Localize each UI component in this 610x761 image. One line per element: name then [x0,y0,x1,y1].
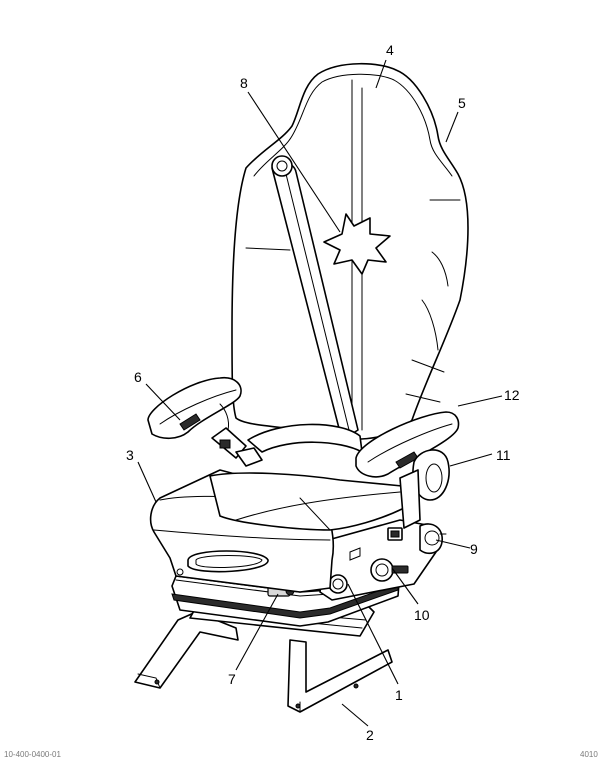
leader-lines [137,59,503,727]
callout-11: 11 [496,447,511,463]
callout-labels: 1 2 3 4 5 6 7 8 9 10 11 12 [126,42,520,743]
callout-8: 8 [240,75,248,91]
callout-1: 1 [395,687,403,703]
side-control [399,449,450,529]
leader-6 [145,383,181,421]
callout-7: 7 [228,671,236,687]
callout-6: 6 [134,369,142,385]
armrest-right [355,411,460,478]
leader-11 [449,453,493,467]
lower-mechanism-right [319,519,447,601]
armrest-left [147,376,242,440]
leader-5 [445,111,459,143]
callout-10: 10 [414,607,430,623]
mounting-bracket-left [134,611,239,689]
callout-2: 2 [366,727,374,743]
leader-4 [375,59,387,89]
leader-8 [247,91,341,233]
leader-3 [137,461,157,503]
leader-2 [341,703,369,727]
leader-9 [435,539,471,549]
callout-5: 5 [458,95,466,111]
leader-12 [457,395,503,407]
front-handle [176,550,269,576]
leader-10 [391,567,419,605]
figure-id: 10-400-0400-01 [4,750,61,759]
figure-code: 4010 [580,750,598,759]
callout-4: 4 [386,42,394,58]
leader-1 [347,583,399,685]
callout-9: 9 [470,541,478,557]
seat-belt [211,155,363,467]
callout-3: 3 [126,447,134,463]
callout-12: 12 [504,387,520,403]
leader-7 [235,593,279,671]
label-star-plate [323,213,391,275]
mounting-bracket-right [287,639,393,713]
